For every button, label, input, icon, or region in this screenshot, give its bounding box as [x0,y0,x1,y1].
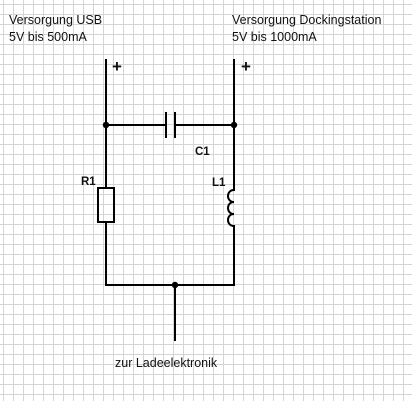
usb-source-rating: 5V bis 500mA [9,30,87,44]
resistor-r1-label: R1 [81,176,96,188]
usb-plus-sign: + [112,57,122,76]
dock-source-label: Versorgung Dockingstation 5V bis 1000mA [232,12,381,46]
capacitor-c1-label: C1 [195,146,210,158]
usb-source-label: Versorgung USB 5V bis 500mA [9,12,102,46]
junction-bottom [171,281,179,289]
dock-source-name: Versorgung Dockingstation [232,13,382,27]
junction-left [102,121,110,129]
junction-right [230,121,238,129]
dock-plus-sign: + [241,57,251,76]
inductor-l1-symbol [227,188,236,228]
usb-source-name: Versorgung USB [9,13,103,27]
inductor-l1-label: L1 [212,177,226,189]
dock-source-rating: 5V bis 1000mA [232,30,317,44]
output-label: zur Ladeelektronik [115,356,218,370]
resistor-r1-symbol [97,187,115,223]
